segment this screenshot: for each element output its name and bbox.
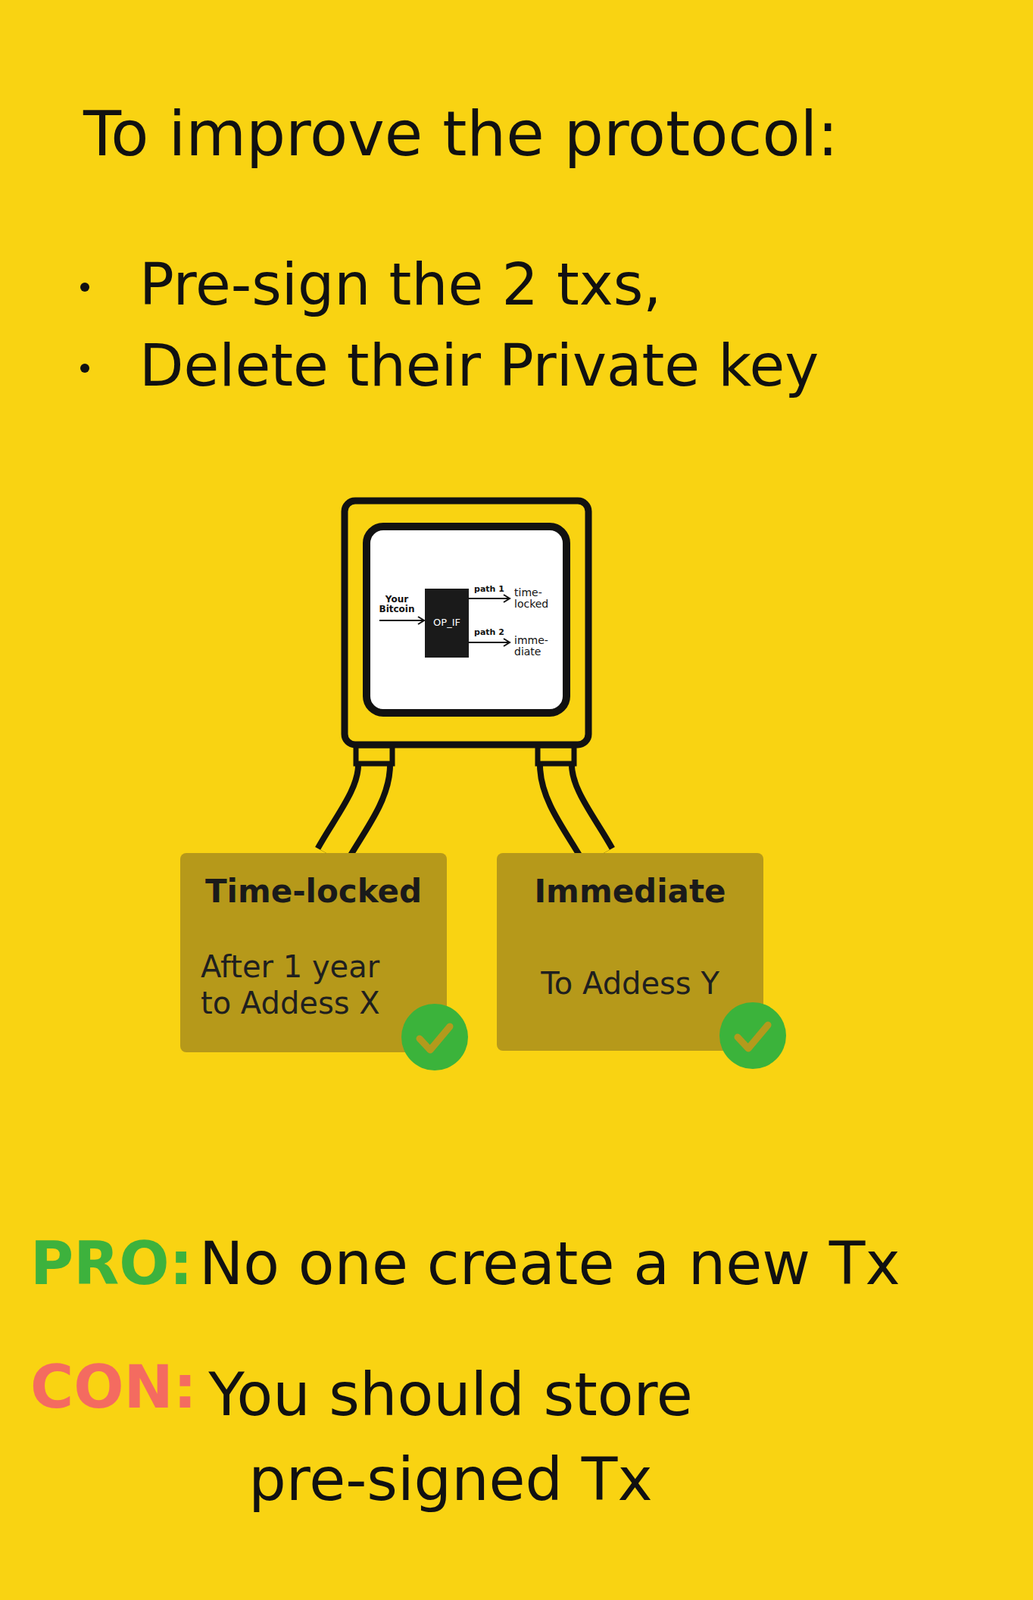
screen [366,526,567,713]
leg-pad [537,745,575,764]
block-label: OP_IF [433,616,461,629]
op-if-block [424,588,469,658]
bullet-dot [80,363,90,373]
box-body: After 1 year to Addess X [180,948,447,1021]
check-circle [719,1001,787,1069]
con-tag: CON: [30,1351,197,1424]
bullet-text: Pre-sign the 2 txs, [139,249,662,319]
page-title: To improve the protocol: [83,96,839,172]
screen-frame [344,500,589,745]
mini-arrowhead [503,638,510,647]
option-box: Time-lockedAfter 1 year to Addess X [180,852,447,1052]
path-label: path 2 [474,627,505,637]
check-mark [737,1024,768,1049]
mini-arrow [379,619,424,622]
con-text: You should store pre-signed Tx [189,1351,712,1522]
box-heading: Time-locked [180,872,447,911]
mini-label: imme- diate [514,634,549,659]
check-mark [419,1026,450,1050]
bullet-text: Delete their Private key [139,330,819,400]
mini-label: time- locked [514,586,549,611]
box-heading: Immediate [496,872,764,911]
mini-arrow [468,641,509,643]
bullet-dot [80,282,90,292]
mini-arrowhead [418,616,425,625]
check-circle [401,1003,469,1071]
path-label: path 1 [474,583,505,594]
option-box: Immediate To Addess Y [496,852,764,1051]
box-body: To Addess Y [496,964,764,1002]
mini-arrow [468,597,509,600]
pro-tag: PRO: [30,1228,194,1300]
check-badge [401,1003,469,1071]
leg-pad [355,745,393,764]
mini-label: Your Bitcoin [379,594,416,615]
check-badge [719,1001,787,1069]
mini-arrowhead [503,594,510,603]
pro-text: No one create a new Tx [199,1228,901,1300]
